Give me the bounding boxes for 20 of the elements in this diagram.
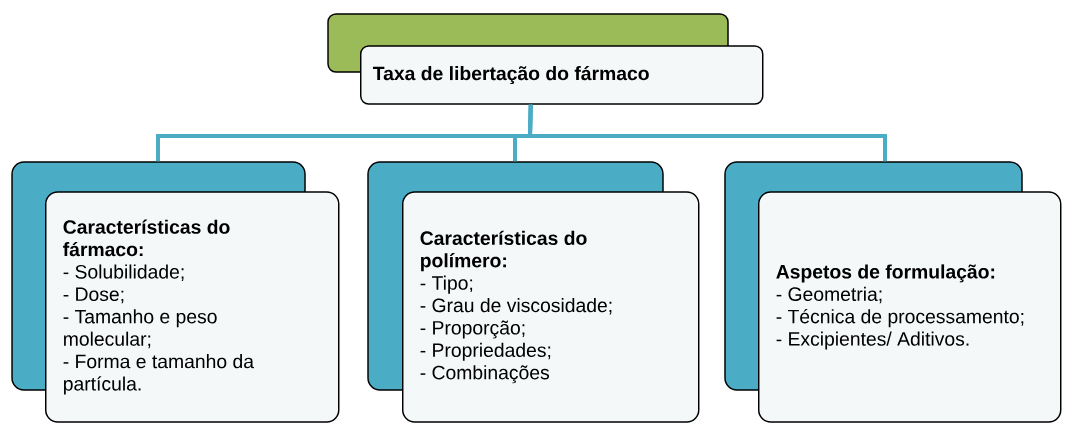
node-label: - Propriedades; bbox=[420, 342, 551, 361]
text-box: Taxa de libertação do fármaco bbox=[360, 45, 764, 105]
node-label: - Dose; bbox=[63, 287, 124, 304]
text-box: Características do polímero: - Tipo; - Grau de viscosidade; - Proporção; - Propriedades; - Combinações bbox=[402, 191, 700, 423]
node-label: Características do polímero: bbox=[420, 230, 587, 272]
connector bbox=[527, 104, 887, 162]
node-label: - Excipientes/ Aditivos. bbox=[776, 331, 969, 350]
node-label: Características do fármaco: bbox=[63, 219, 230, 257]
node-label: - Proporção; bbox=[420, 320, 525, 339]
text-box: Aspetos de formulação: - Geometria; - Técnica de processamento; - Excipientes/ Aditivos. bbox=[758, 191, 1062, 423]
node-label: Aspetos de formulação: bbox=[776, 264, 995, 283]
node-label: - Tamanho e peso molecular; bbox=[63, 309, 217, 349]
text-box: Características do fármaco: - Solubilidade; - Dose; - Tamanho e peso molecular; - Forma e tamanho da partícula. bbox=[45, 191, 340, 423]
node-label: - Geometria; bbox=[776, 286, 882, 304]
node-label: - Forma e tamanho da partícula. bbox=[63, 354, 254, 395]
node-label: - Grau de viscosidade; bbox=[420, 298, 612, 315]
node-label: - Combinações bbox=[420, 365, 550, 384]
node-label: - Tipo; bbox=[420, 275, 473, 294]
node-label: - Solubilidade; bbox=[63, 264, 184, 281]
node-label: - Técnica de processamento; bbox=[776, 308, 1024, 328]
